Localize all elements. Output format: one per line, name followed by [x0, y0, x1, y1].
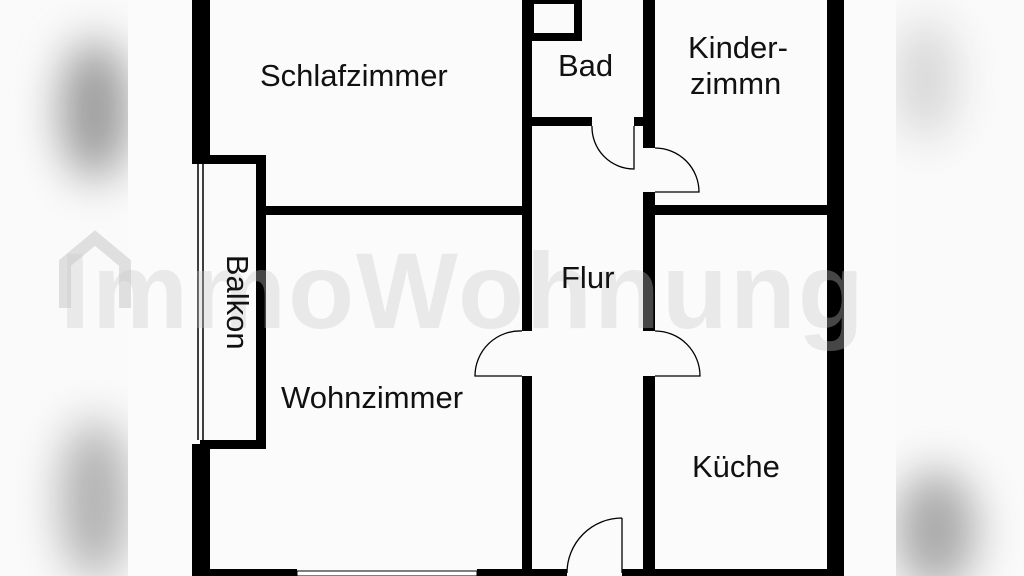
door-entrance[interactable] — [566, 517, 623, 574]
wall-flur-left-lower — [522, 376, 532, 576]
wall-flur-right-top — [643, 0, 655, 148]
blur-blob — [896, 470, 976, 576]
wall-flur-right-mid — [643, 192, 655, 331]
room-label-kinderzimmer: Kinder- zimmn — [688, 30, 788, 101]
wall-bad-bottom-stub — [634, 117, 646, 126]
wall-kinderzimmer-kueche — [655, 205, 830, 215]
doors — [474, 125, 701, 574]
blur-blob — [896, 20, 956, 140]
balkon-railing — [197, 164, 204, 440]
window-wohnzimmer — [296, 570, 478, 576]
wall-outer-left-lower — [192, 444, 210, 576]
wall-bad-bottom — [530, 117, 592, 126]
walls — [192, 0, 844, 576]
wall-closet — [526, 0, 582, 41]
door-kinderzimmer[interactable] — [654, 147, 700, 193]
blur-blob — [60, 420, 128, 576]
room-label-kinderzimmer-line2: zimmn — [690, 65, 782, 101]
blur-blob — [60, 40, 128, 180]
wall-balkon-top — [200, 155, 266, 164]
door-bad[interactable] — [591, 125, 635, 170]
wall-flur-right-lower — [643, 376, 655, 576]
wall-bottom-left — [192, 569, 297, 576]
wall-bottom-mid — [477, 569, 567, 576]
wall-bottom-right — [622, 569, 844, 576]
wall-flur-left-upper — [522, 0, 532, 331]
room-label-balkon: Balkon — [219, 254, 255, 350]
door-wohnzimmer[interactable] — [474, 330, 523, 377]
house-icon — [55, 228, 135, 323]
room-label-kinderzimmer-line1: Kinder- — [688, 30, 788, 65]
room-label-schlafzimmer: Schlafzimmer — [260, 58, 448, 93]
wall-balkon-inner — [256, 155, 266, 449]
wall-balkon-bottom — [200, 440, 266, 449]
room-label-wohnzimmer: Wohnzimmer — [281, 380, 464, 415]
room-label-bad: Bad — [558, 48, 614, 83]
blurred-background-left — [0, 0, 128, 576]
wall-schlafzimmer-wohnzimmer — [256, 206, 532, 215]
door-kueche[interactable] — [654, 330, 701, 377]
wall-outer-left-upper — [192, 0, 210, 164]
room-label-flur: Flur — [561, 260, 615, 295]
room-label-kueche: Küche — [692, 449, 780, 484]
blurred-background-right — [896, 0, 1024, 576]
wall-outer-right — [827, 0, 844, 576]
